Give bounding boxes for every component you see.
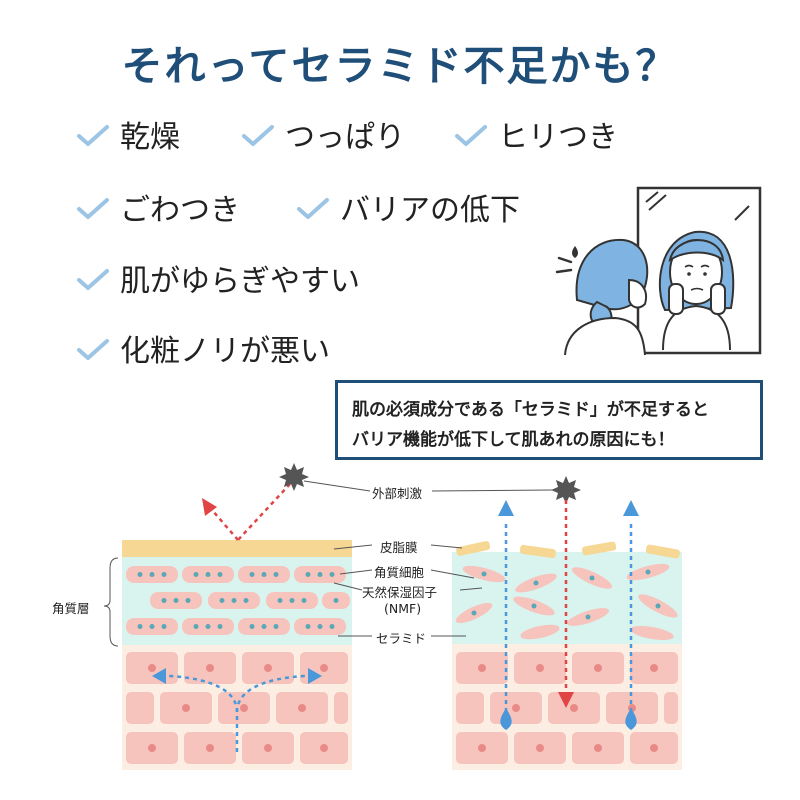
symptom-label: 乾燥 (120, 120, 180, 155)
leader-lines (103, 480, 553, 647)
label-corneocyte: 角質細胞 (374, 565, 425, 580)
symptom-dryness: 乾燥 (76, 112, 180, 156)
symptom-label: つっぱり (285, 120, 405, 155)
symptom-barrier-decline: バリアの低下 (296, 185, 520, 229)
spiky-irritant-icon (551, 476, 581, 504)
symptom-label: バリアの低下 (340, 193, 520, 228)
label-external-irritant: 外部刺激 (372, 486, 423, 501)
corneocyte-rows (126, 566, 350, 635)
worried-woman-mirror-illustration (555, 186, 762, 356)
broken-sebum-film (456, 541, 680, 559)
symptom-label: ごわつき (120, 193, 240, 228)
check-icon (77, 125, 109, 146)
check-icon (77, 269, 109, 290)
check-icon (455, 125, 487, 146)
check-icon (297, 198, 329, 219)
symptom-tightness: つっぱり (241, 112, 405, 156)
spiky-irritant-icon (279, 463, 309, 491)
symptom-sensitive-skin: 肌がゆらぎやすい (76, 256, 360, 300)
symptom-roughness: ごわつき (76, 185, 240, 229)
label-nmf-abbr: (NMF) (384, 601, 422, 616)
damaged-skin-panel (452, 500, 682, 770)
symptom-label: ヒリつき (498, 120, 618, 155)
callout-line-2: バリア機能が低下して肌あれの原因にも！ (352, 430, 675, 450)
symptom-poor-makeup: 化粧ノリが悪い (76, 326, 330, 370)
callout-line-1: 肌の必須成分である「セラミド」が不足すると (352, 400, 709, 420)
callout-box: 肌の必須成分である「セラミド」が不足すると バリア機能が低下して肌あれの原因にも… (335, 380, 763, 460)
check-icon (77, 339, 109, 360)
symptom-stinging: ヒリつき (454, 112, 618, 156)
check-icon (242, 125, 274, 146)
symptom-label: 肌がゆらぎやすい (120, 264, 360, 299)
healthy-skin-panel (122, 483, 352, 770)
label-nmf: 天然保湿因子 (362, 585, 438, 600)
water-drop-icon (625, 708, 637, 730)
check-icon (77, 198, 109, 219)
page-title: それってセラミド不足かも？ (121, 42, 679, 90)
label-ceramide: セラミド (376, 631, 427, 646)
label-stratum-corneum: 角質層 (52, 601, 90, 616)
symptom-label: 化粧ノリが悪い (120, 334, 330, 369)
sebum-film (122, 540, 352, 557)
water-drop-icon (500, 708, 512, 730)
label-sebum-film: 皮脂膜 (380, 540, 418, 555)
